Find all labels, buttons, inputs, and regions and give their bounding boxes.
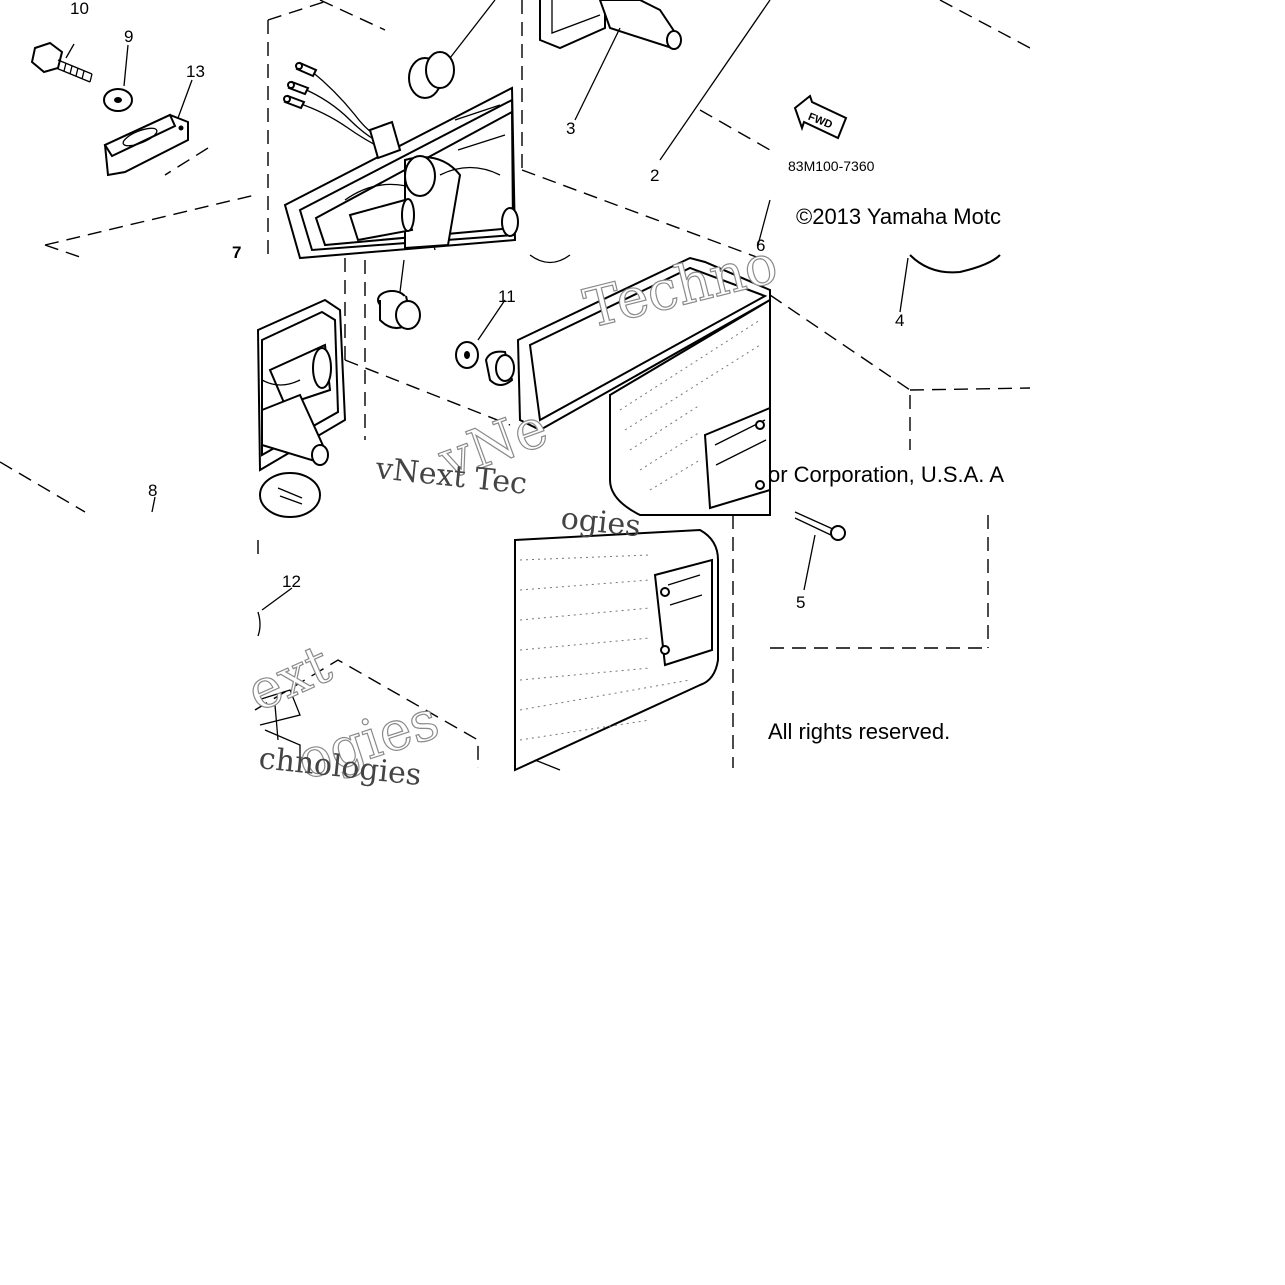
callout-9: 9: [124, 27, 133, 46]
callout-leaders: [151, 496, 156, 513]
fwd-arrow-icon: FWD: [793, 94, 848, 140]
callout-2: 2: [650, 166, 659, 185]
taillight-lens-upper: [609, 298, 771, 516]
wire-harness: [283, 61, 402, 160]
callout-8: 8: [148, 481, 157, 500]
callout-13: 13: [186, 62, 205, 81]
callout-7: 7: [232, 243, 241, 262]
assembly-boundary-lines: [0, 0, 1031, 768]
part-10-bolt: [30, 41, 93, 83]
part-2-leader: [659, 0, 771, 161]
callout-12: 12: [282, 572, 301, 591]
part-6-lens-gasket: [516, 199, 771, 432]
part-11-collar: [377, 259, 515, 386]
part-3-socket-cover: [539, 0, 682, 121]
callout-3: 3: [566, 119, 575, 138]
callout-numbers: 10 9 13 7 3 2 6 4 5 8 11 12: [70, 0, 904, 612]
watermark-ext: ext: [238, 632, 341, 724]
callout-10: 10: [70, 0, 89, 18]
part-12-bolt: [257, 587, 293, 637]
part-13-bracket: [103, 79, 193, 177]
callout-11: 11: [498, 287, 516, 306]
taillight-housing-upper: [283, 86, 571, 264]
copyright-line-1: ©2013 Yamaha Motc: [796, 204, 1001, 229]
part-4: [899, 254, 1001, 313]
copyright-line-3: All rights reserved.: [768, 719, 950, 744]
part-9-washer: [103, 44, 133, 112]
callout-6: 6: [756, 236, 765, 255]
watermark-vne: vNe: [430, 395, 556, 492]
diagram-code: 83M100-7360: [788, 158, 875, 174]
callout-5: 5: [796, 593, 805, 612]
part-1-grommet: [408, 0, 496, 99]
callout-4: 4: [895, 311, 904, 330]
part-5-screw: [794, 511, 846, 591]
watermark-ogies-upper: ogies: [559, 501, 642, 544]
copyright-line-2: or Corporation, U.S.A. A: [768, 462, 1004, 487]
housing-fragment-lower-left: [257, 689, 301, 768]
taillight-lens-lower: [514, 528, 719, 772]
taillight-housing-lower: [256, 298, 347, 518]
